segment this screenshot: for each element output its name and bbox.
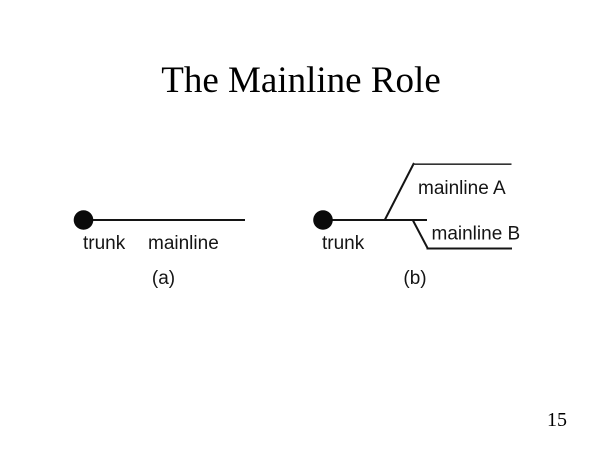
svg-text:(a): (a) xyxy=(152,268,175,289)
svg-text:mainline: mainline xyxy=(148,233,219,254)
svg-text:trunk: trunk xyxy=(83,233,126,254)
svg-text:mainline B: mainline B xyxy=(432,224,521,245)
svg-text:trunk: trunk xyxy=(322,233,365,254)
svg-text:(b): (b) xyxy=(403,268,426,289)
svg-text:mainline A: mainline A xyxy=(418,178,506,199)
